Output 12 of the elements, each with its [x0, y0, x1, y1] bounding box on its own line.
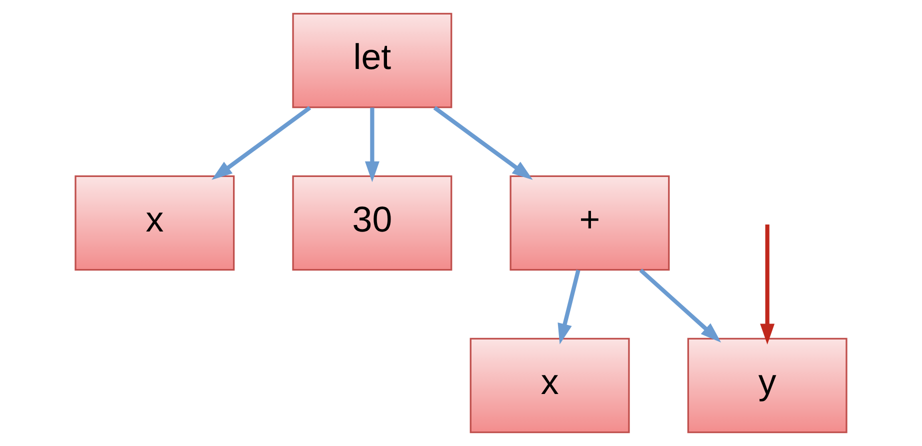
node-box: x [470, 338, 630, 434]
node-box: x [74, 175, 235, 271]
arrow [760, 224, 775, 344]
arrow [364, 108, 380, 182]
node-box: 30 [292, 175, 452, 271]
node-box: y [687, 338, 848, 434]
node-box: + [510, 175, 670, 271]
arrow [433, 106, 533, 180]
arrow [639, 268, 722, 342]
node-box: let [292, 12, 452, 108]
arrow [212, 106, 312, 180]
arrow [558, 270, 580, 344]
